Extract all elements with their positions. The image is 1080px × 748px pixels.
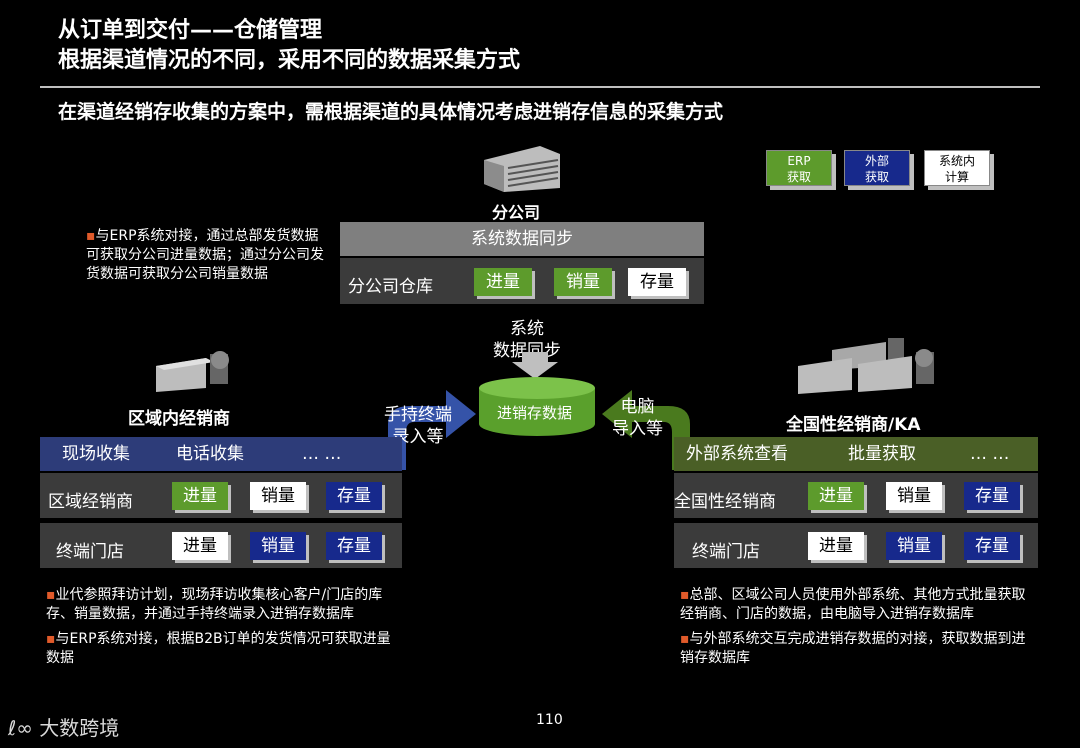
- regional-dealer-tag-stock: 存量: [326, 482, 382, 510]
- national-dealer-tag-in: 进量: [808, 482, 864, 510]
- branch-tag-in: 进量: [474, 268, 532, 296]
- national-row-store: 终端门店 进量 销量 存量: [674, 523, 1038, 568]
- regional-note-2: ▪与ERP系统对接，根据B2B订单的发货情况可获取进量数据: [46, 630, 396, 668]
- title-line-1: 从订单到交付——仓储管理: [58, 16, 520, 46]
- regional-store-tag-sales: 销量: [250, 532, 306, 560]
- national-dealer-tag-sales: 销量: [886, 482, 942, 510]
- national-header: 外部系统查看 批量获取 … …: [674, 437, 1038, 471]
- warehouse-icon: [154, 350, 232, 394]
- regional-header: 现场收集 电话收集 … …: [40, 437, 402, 471]
- national-store-tag-stock: 存量: [964, 532, 1020, 560]
- branch-warehouse-label: 分公司仓库: [348, 272, 433, 297]
- db-label: 进销存数据: [497, 402, 572, 423]
- national-store-tag-sales: 销量: [886, 532, 942, 560]
- branch-title: 分公司: [492, 199, 540, 223]
- national-row-dealer: 全国性经销商 进量 销量 存量: [674, 473, 1038, 518]
- branch-tag-sales: 销量: [554, 268, 612, 296]
- brand-watermark: ℓ∞ 大数跨境: [8, 712, 119, 741]
- national-title: 全国性经销商/KA: [786, 410, 921, 435]
- title-line-2: 根据渠道情况的不同，采用不同的数据采集方式: [58, 46, 520, 76]
- regional-dealer-tag-in: 进量: [172, 482, 228, 510]
- page-number: 110: [536, 712, 563, 728]
- title-divider: [40, 86, 1040, 88]
- regional-row-dealer: 区域经销商 进量 销量 存量: [40, 473, 402, 518]
- branch-warehouse-row: 分公司仓库 进量 销量 存量: [340, 258, 704, 304]
- page-title: 从订单到交付——仓储管理 根据渠道情况的不同，采用不同的数据采集方式: [58, 16, 520, 76]
- branch-tag-stock: 存量: [628, 268, 686, 296]
- regional-store-tag-stock: 存量: [326, 532, 382, 560]
- regional-note-1: ▪业代参照拜访计划，现场拜访收集核心客户/门店的库存、销量数据，并通过手持终端录…: [46, 586, 396, 624]
- national-notes: ▪总部、区域公司人员使用外部系统、其他方式批量获取经销商、门店的数据，由电脑导入…: [680, 586, 1030, 668]
- warehouses-icon: [796, 336, 946, 398]
- regional-dealer-tag-sales: 销量: [250, 482, 306, 510]
- regional-title: 区域内经销商: [128, 404, 230, 429]
- branch-sync-bar: 系统数据同步: [340, 222, 704, 256]
- pc-import-label: 电脑 导入等: [612, 396, 663, 440]
- legend-system: 系统内计算: [924, 150, 990, 186]
- subtitle: 在渠道经销存收集的方案中，需根据渠道的具体情况考虑进销存信息的采集方式: [58, 97, 723, 124]
- national-store-tag-in: 进量: [808, 532, 864, 560]
- office-building-icon: [480, 140, 564, 194]
- regional-row-store: 终端门店 进量 销量 存量: [40, 523, 402, 568]
- national-note-1: ▪总部、区域公司人员使用外部系统、其他方式批量获取经销商、门店的数据，由电脑导入…: [680, 586, 1030, 624]
- regional-store-tag-in: 进量: [172, 532, 228, 560]
- brand-logo-icon: ℓ∞: [8, 716, 33, 740]
- legend-external: 外部获取: [844, 150, 910, 186]
- branch-note: ▪与ERP系统对接，通过总部发货数据可获取分公司进量数据；通过分公司发货数据可获…: [86, 227, 332, 284]
- national-note-2: ▪与外部系统交互完成进销存数据的对接，获取数据到进销存数据库: [680, 630, 1030, 668]
- national-dealer-tag-stock: 存量: [964, 482, 1020, 510]
- regional-notes: ▪业代参照拜访计划，现场拜访收集核心客户/门店的库存、销量数据，并通过手持终端录…: [46, 586, 396, 668]
